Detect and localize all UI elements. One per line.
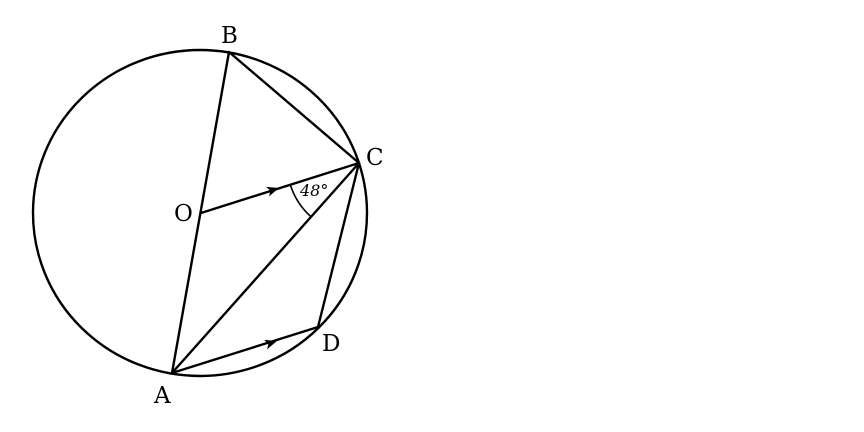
segment-ad (170, 325, 320, 375)
arrow-mark-oc (266, 186, 279, 197)
point-label-d: D (322, 331, 340, 357)
angle-arc (289, 184, 312, 218)
angle-label: 48° (299, 181, 328, 200)
segment-ac (170, 161, 361, 375)
point-label-c: C (366, 145, 384, 171)
circle (31, 48, 369, 378)
point-label-a: A (153, 383, 171, 409)
point-label-b: B (221, 23, 238, 49)
point-label-o: O (174, 201, 193, 227)
arrow-mark-ad (264, 339, 277, 350)
segment-cd (316, 161, 361, 329)
segment-bc (227, 50, 361, 165)
segment-oc (199, 161, 361, 215)
